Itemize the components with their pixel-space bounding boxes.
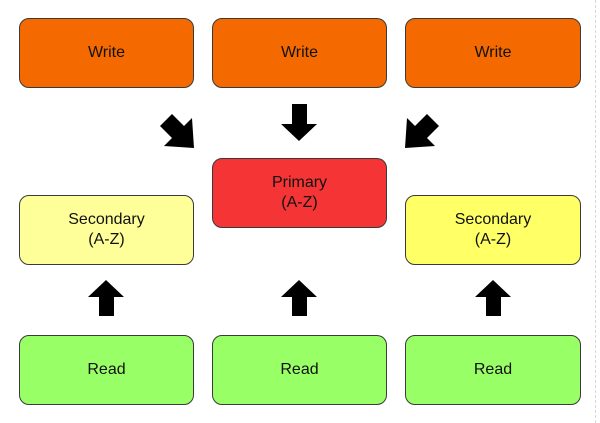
read-node-label: Read xyxy=(87,361,126,378)
arrow-down-right-icon xyxy=(160,114,194,148)
read-node-label: Read xyxy=(280,361,319,378)
write-node-center: Write xyxy=(212,18,387,88)
secondary-node-range: (A-Z) xyxy=(474,231,512,248)
write-node-label: Write xyxy=(280,44,319,61)
secondary-node-title: Secondary xyxy=(454,211,532,228)
write-node-label: Write xyxy=(87,44,126,61)
arrow-up-icon xyxy=(475,280,511,316)
read-node-right: Read xyxy=(405,335,581,405)
write-node-right: Write xyxy=(405,18,581,88)
primary-node-range: (A-Z) xyxy=(281,194,318,211)
read-node-left: Read xyxy=(19,335,194,405)
primary-node-title: Primary xyxy=(271,174,328,191)
secondary-node-range: (A-Z) xyxy=(88,231,125,248)
secondary-node-right: Secondary (A-Z) xyxy=(405,195,581,265)
arrow-down-left-icon xyxy=(405,114,439,148)
page-edge-divider xyxy=(594,0,596,423)
secondary-node-title: Secondary xyxy=(68,211,145,228)
read-node-label: Read xyxy=(473,361,513,378)
arrow-down-icon xyxy=(281,104,317,141)
write-node-label: Write xyxy=(474,44,512,61)
write-node-left: Write xyxy=(19,18,194,88)
read-node-center: Read xyxy=(212,335,387,405)
arrow-up-icon xyxy=(88,280,124,316)
primary-node: Primary (A-Z) xyxy=(212,158,387,228)
secondary-node-left: Secondary (A-Z) xyxy=(19,195,194,265)
arrow-up-icon xyxy=(281,280,317,316)
